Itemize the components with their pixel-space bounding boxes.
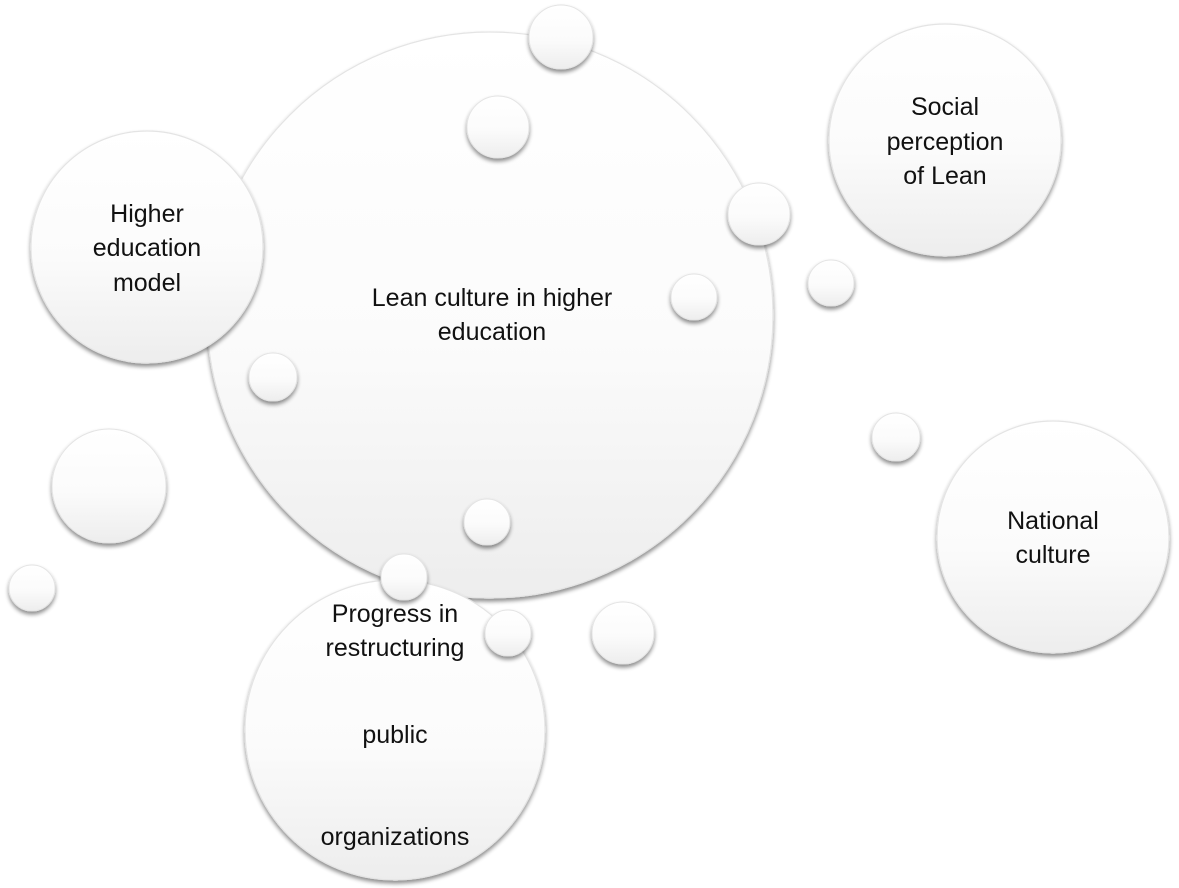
higher-education-model-label-line: Higher bbox=[110, 200, 184, 228]
decorative-bubble bbox=[484, 609, 532, 657]
decorative-bubble bbox=[871, 412, 921, 462]
social-perception-label-line: of Lean bbox=[903, 162, 986, 190]
decorative-bubble bbox=[8, 564, 56, 612]
restructuring-label-line: organizations bbox=[321, 823, 470, 851]
restructuring-label-line: restructuring bbox=[326, 634, 465, 662]
restructuring-label-line: Progress in bbox=[332, 600, 458, 628]
national-culture-label: National culture bbox=[1007, 507, 1099, 569]
decorative-bubble bbox=[528, 4, 594, 70]
decorative-bubble bbox=[591, 601, 655, 665]
higher-education-model-label-line: education bbox=[93, 234, 201, 262]
decorative-bubble bbox=[466, 95, 530, 159]
central-label-line: education bbox=[438, 318, 546, 346]
higher-education-model-label-line: model bbox=[113, 269, 181, 297]
decorative-bubble bbox=[463, 498, 511, 546]
decorative-bubble bbox=[727, 182, 791, 246]
central-label: Lean culture in higher education bbox=[372, 284, 612, 346]
higher-education-model-label: Higher education model bbox=[93, 200, 201, 297]
social-perception-label-line: perception bbox=[887, 128, 1004, 156]
decorative-bubble bbox=[807, 259, 855, 307]
decorative-bubble bbox=[248, 352, 298, 402]
higher-education-model-bubble bbox=[30, 130, 264, 364]
decorative-bubble bbox=[670, 273, 718, 321]
central-label-line: Lean culture in higher bbox=[372, 284, 612, 312]
social-perception-label-line: Social bbox=[911, 93, 979, 121]
decorative-bubble bbox=[51, 428, 167, 544]
decorative-bubble bbox=[380, 553, 428, 601]
national-culture-label-line: culture bbox=[1015, 541, 1090, 569]
social-perception-bubble bbox=[828, 23, 1062, 257]
social-perception-label: Social perception of Lean bbox=[887, 93, 1004, 190]
national-culture-bubble bbox=[936, 420, 1170, 654]
restructuring-label-line: public bbox=[362, 721, 427, 749]
restructuring-label: Progress in restructuring public organiz… bbox=[321, 600, 470, 851]
decorative-bubbles bbox=[8, 4, 921, 665]
national-culture-label-line: National bbox=[1007, 507, 1099, 535]
